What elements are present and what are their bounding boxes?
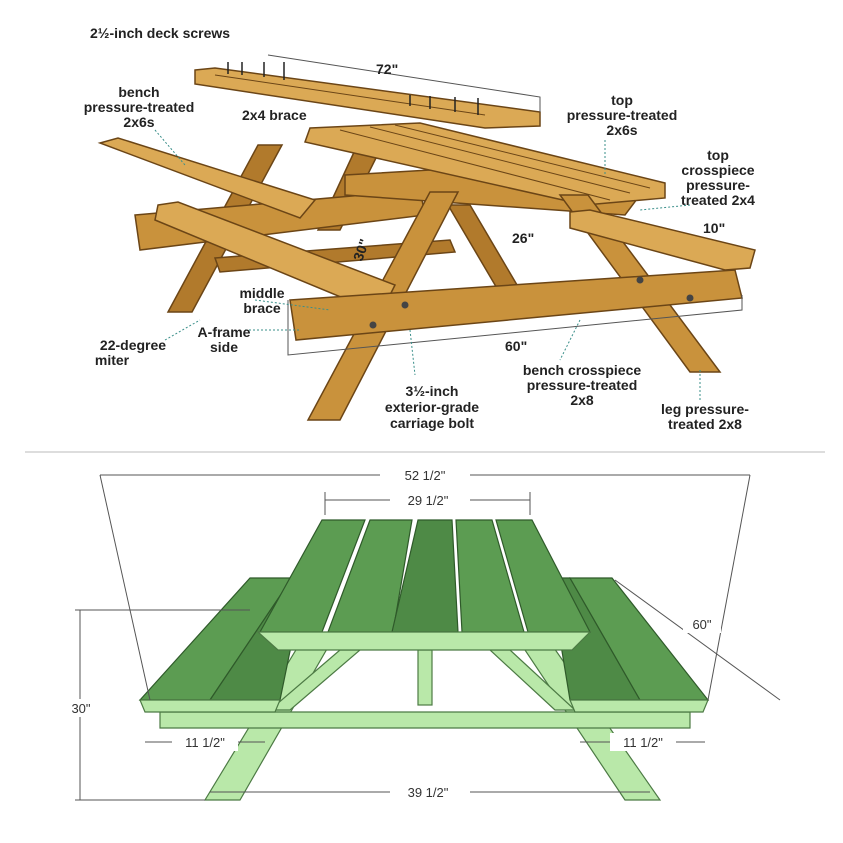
tabletop — [304, 122, 666, 206]
label-crosspiece-4: treated 2x4 — [681, 192, 755, 208]
label-bench-3: 2x6s — [123, 114, 154, 130]
label-bolt-1: 3½-inch — [406, 383, 459, 399]
label-bg — [380, 466, 470, 484]
label-bench-2: pressure-treated — [84, 99, 195, 115]
label-bg — [390, 783, 470, 801]
center-support — [417, 649, 433, 706]
label-30: 30" — [350, 237, 373, 263]
green-dimension-diagram: 52 1/2" 29 1/2" 60" 30" 11 1/2" 11 1/2" … — [62, 466, 781, 801]
label-aframe-2: side — [210, 339, 238, 355]
board-seam — [394, 124, 651, 189]
label-crosspiece-1: top — [707, 147, 729, 163]
label-10: 10" — [703, 220, 725, 236]
leader — [254, 299, 331, 311]
label-crosspiece-3: pressure- — [686, 177, 750, 193]
dim-72 — [267, 54, 541, 112]
label-60: 60" — [505, 338, 527, 354]
left-bench-edge — [139, 699, 281, 713]
dim-label-leg-spread: 39 1/2" — [408, 785, 449, 800]
dim-60 — [287, 295, 743, 356]
label-top-1: top — [611, 92, 633, 108]
dim-label-height: 30" — [71, 701, 90, 716]
dim-label-bench-left: 11 1/2" — [185, 735, 225, 750]
label-bench-1: bench — [118, 84, 159, 100]
deck-screws — [227, 62, 479, 115]
label-deck-screws: 2½-inch deck screws — [90, 25, 230, 41]
ext-line — [707, 474, 751, 701]
dim-length — [614, 579, 781, 701]
leader — [409, 329, 416, 376]
top-apron — [256, 631, 592, 651]
label-middle-brace-2: brace — [243, 300, 281, 316]
ext-line — [99, 474, 151, 701]
label-miter-1: 22-degree — [100, 337, 166, 353]
label-bg — [62, 699, 100, 717]
label-top-3: 2x6s — [606, 122, 637, 138]
label-bench-crosspiece-3: 2x8 — [570, 392, 594, 408]
label-bench-crosspiece-2: pressure-treated — [527, 377, 638, 393]
label-miter-2: miter — [95, 352, 130, 368]
label-bg — [683, 615, 721, 633]
board-seam — [214, 74, 486, 116]
label-bolt-2: exterior-grade — [385, 399, 479, 415]
carriage-bolts — [369, 276, 694, 329]
dim-label-top-width: 29 1/2" — [408, 493, 449, 508]
label-bg — [390, 491, 470, 509]
leader — [164, 319, 201, 341]
back-bench-board — [97, 137, 317, 219]
label-leg-1: leg pressure- — [661, 401, 749, 417]
leader — [639, 204, 691, 211]
leader — [559, 319, 581, 361]
dim-label-length: 60" — [692, 617, 711, 632]
right-bench-edge — [569, 699, 709, 713]
label-bg — [172, 733, 238, 751]
label-2x4-brace: 2x4 brace — [242, 107, 307, 123]
label-crosspiece-2: crosspiece — [681, 162, 754, 178]
dim-label-overall-width: 52 1/2" — [405, 468, 446, 483]
label-26: 26" — [512, 230, 534, 246]
exploded-wood-diagram: 2½-inch deck screws 72" bench pressure-t… — [84, 25, 756, 432]
back-right-leg — [446, 204, 522, 291]
label-72: 72" — [376, 61, 398, 77]
label-bg — [610, 733, 676, 751]
label-bench-crosspiece-1: bench crosspiece — [523, 362, 641, 378]
bench-crosspiece — [159, 711, 691, 729]
label-top-2: pressure-treated — [567, 107, 678, 123]
label-bolt-3: carriage bolt — [390, 415, 474, 431]
label-leg-2: treated 2x8 — [668, 416, 742, 432]
label-middle-brace-1: middle — [239, 285, 284, 301]
label-aframe-1: A-frame — [198, 324, 251, 340]
right-bench-board — [569, 209, 756, 271]
board-seam — [339, 129, 611, 201]
board-seam — [369, 126, 631, 194]
dim-label-bench-right: 11 1/2" — [623, 735, 663, 750]
